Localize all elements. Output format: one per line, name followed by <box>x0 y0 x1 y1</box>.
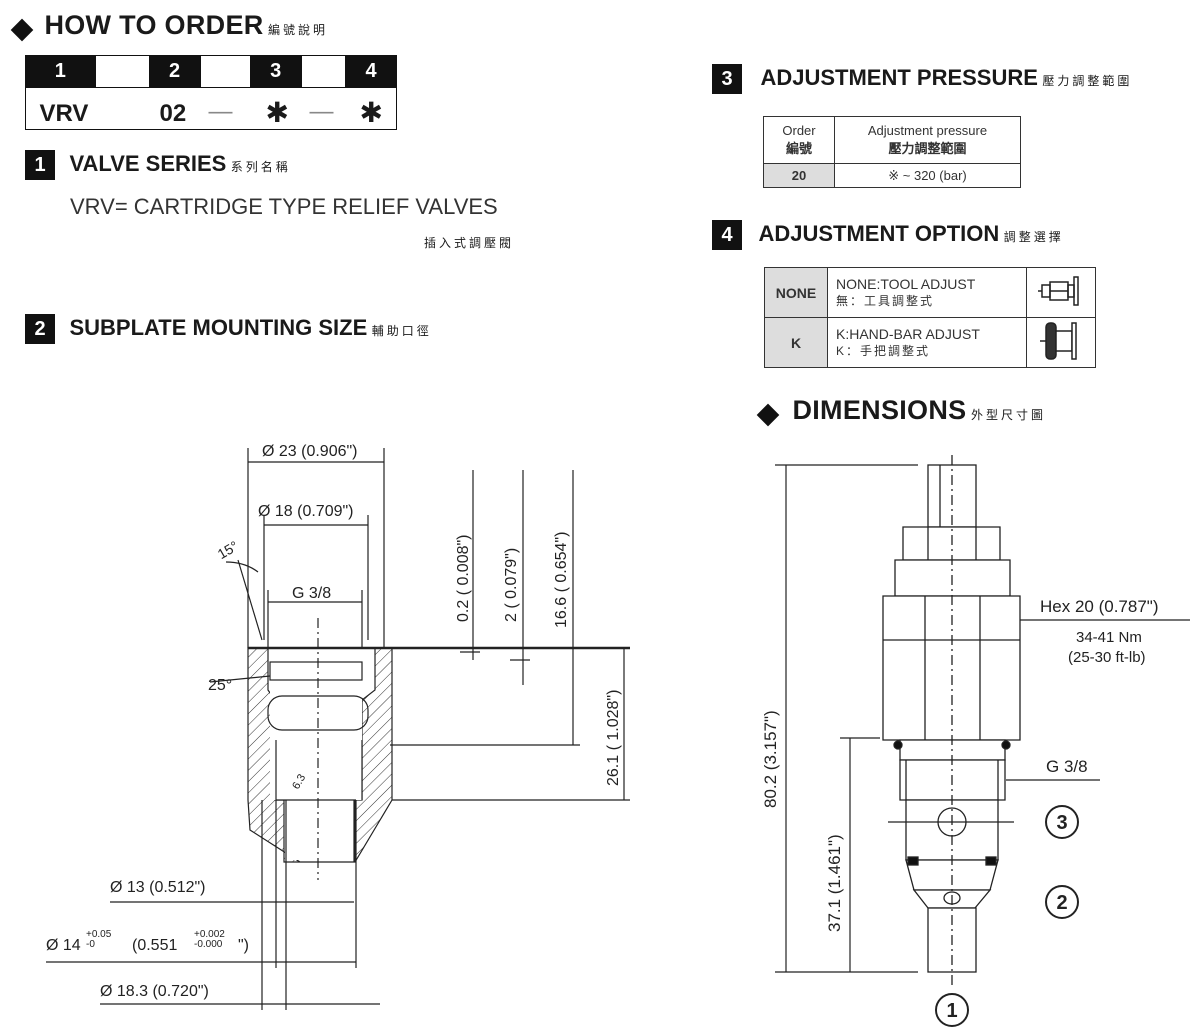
pressure-code-placeholder: ✱ <box>265 96 289 128</box>
valve-series-desc-cn: 插入式調壓閥 <box>424 236 515 250</box>
option-label-cn: 無：工具調整式 <box>836 294 935 308</box>
separator-2: — <box>309 97 334 125</box>
section-number: 3 <box>712 64 742 94</box>
dim-diameter-23: Ø 23 (0.906") <box>262 443 358 460</box>
pressure-code: 20 <box>763 163 835 188</box>
position-1: 1 <box>25 55 96 88</box>
option-table: NONE NONE:TOOL ADJUST 無：工具調整式 K K:HAND-BA… <box>764 267 1096 368</box>
pressure-header-cn: 壓力調整範圍 <box>888 141 967 156</box>
valve-thread-label: G 3/8 <box>1046 757 1088 776</box>
position-2: 2 <box>148 55 201 88</box>
torque-ftlb-label: (25-30 ft-lb) <box>1068 649 1146 666</box>
section-title-cn: 輔助口徑 <box>371 324 432 338</box>
dim-diameter-14: Ø 14 <box>46 937 81 954</box>
dim-inch-14-tol-up: +0.002 <box>194 929 225 940</box>
hex-size-label: Hex 20 (0.787") <box>1040 597 1159 616</box>
dim-diameter-14-tol-up: +0.05 <box>86 929 112 940</box>
dimensions-title: DIMENSIONS <box>792 395 967 425</box>
overall-height-label: 80.2 (3.157") <box>761 710 780 808</box>
diamond-bullet-icon <box>756 403 780 427</box>
option-code-placeholder: ✱ <box>359 96 383 128</box>
pressure-range: ※ ~ 320 (bar) <box>834 163 1021 188</box>
hand-bar-icon <box>1026 317 1096 368</box>
dim-inch-14: (0.551 <box>132 937 177 954</box>
hex-body <box>882 595 1021 741</box>
dim-diameter-13: Ø 13 (0.512") <box>110 879 206 896</box>
section-number: 4 <box>712 220 742 250</box>
order-header-cn: 編號 <box>785 141 812 156</box>
insert-depth-label: 37.1 (1.461") <box>825 834 844 932</box>
section-title: ADJUSTMENT OPTION <box>758 221 1000 246</box>
dimensions-title-cn: 外型尺寸圖 <box>970 408 1046 422</box>
position-3: 3 <box>249 55 302 88</box>
dim-depth-0-2: 0.2 ( 0.008") <box>455 534 472 622</box>
size-code: 02 <box>159 99 187 127</box>
order-header: Order <box>782 123 816 138</box>
valve-series-section: 1 VALVE SERIES 系列名稱 <box>25 150 291 180</box>
adjustment-pressure-section: 3 ADJUSTMENT PRESSURE 壓力調整範圍 <box>712 64 1132 94</box>
valve-dimension-drawing: Hex 20 (0.787") 34-41 Nm (25-30 ft-lb) G… <box>761 455 1190 1027</box>
dim-diameter-14-tol-lo: -0 <box>86 939 95 950</box>
pressure-table: Order 編號 Adjustment pressure 壓力調整範圍 20 ※ ~… <box>763 116 1021 188</box>
dim-inch-14-close: ") <box>238 937 249 954</box>
section-number: 2 <box>25 314 55 344</box>
model-code: VRV <box>39 99 89 127</box>
dimensions-header: DIMENSIONS 外型尺寸圖 <box>756 395 1046 427</box>
port-3-label: 3 <box>1056 812 1067 834</box>
dim-inch-14-tol-lo: -0.000 <box>194 939 223 950</box>
dim-depth-26-1: 26.1 ( 1.028") <box>605 690 622 786</box>
subplate-cavity-drawing: Ø 23 (0.906") Ø 18 (0.709") G 3/8 15° 25… <box>46 443 630 1010</box>
option-label-cn: K：手把調整式 <box>836 344 931 358</box>
option-label: K:HAND-BAR ADJUST <box>836 326 980 342</box>
adjustment-option-section: 4 ADJUSTMENT OPTION 調整選擇 <box>712 220 1064 250</box>
order-code-table: 1 2 3 4 VRV 02 — ✱ — ✱ <box>25 55 397 130</box>
dim-diameter-18-3: Ø 18.3 (0.720") <box>100 983 209 1000</box>
section-title: SUBPLATE MOUNTING SIZE <box>69 315 368 340</box>
port-2-label: 2 <box>1056 892 1067 914</box>
how-to-order-title-cn: 編號說明 <box>268 23 329 37</box>
dim-depth-2: 2 ( 0.079") <box>503 548 520 622</box>
section-title-cn: 壓力調整範圍 <box>1042 74 1133 88</box>
port-1-label: 1 <box>946 1000 957 1022</box>
option-code: K <box>764 317 828 368</box>
section-number: 1 <box>25 150 55 180</box>
section-title: ADJUSTMENT PRESSURE <box>760 65 1038 90</box>
section-title-cn: 系列名稱 <box>230 160 291 174</box>
how-to-order-header: HOW TO ORDER 編號說明 <box>10 10 329 42</box>
pressure-header: Adjustment pressure <box>867 123 988 138</box>
tool-adjust-icon <box>1026 267 1096 318</box>
separator-1: — <box>208 97 233 125</box>
section-title-cn: 調整選擇 <box>1003 230 1064 244</box>
dim-angle-25: 25° <box>208 677 232 694</box>
how-to-order-title: HOW TO ORDER <box>44 10 264 40</box>
dim-depth-16-6: 16.6 ( 0.654") <box>553 532 570 628</box>
option-label: NONE:TOOL ADJUST <box>836 276 976 292</box>
torque-nm-label: 34-41 Nm <box>1076 629 1142 646</box>
section-title: VALVE SERIES <box>69 151 227 176</box>
subplate-section: 2 SUBPLATE MOUNTING SIZE 輔助口徑 <box>25 314 432 344</box>
dim-angle-15: 15° <box>215 538 241 562</box>
position-4: 4 <box>345 55 397 88</box>
diamond-bullet-icon <box>10 18 34 42</box>
dim-diameter-18: Ø 18 (0.709") <box>258 503 354 520</box>
option-code: NONE <box>764 267 828 318</box>
dim-thread-g38: G 3/8 <box>292 585 331 602</box>
valve-series-desc: VRV= CARTRIDGE TYPE RELIEF VALVES <box>70 194 498 219</box>
